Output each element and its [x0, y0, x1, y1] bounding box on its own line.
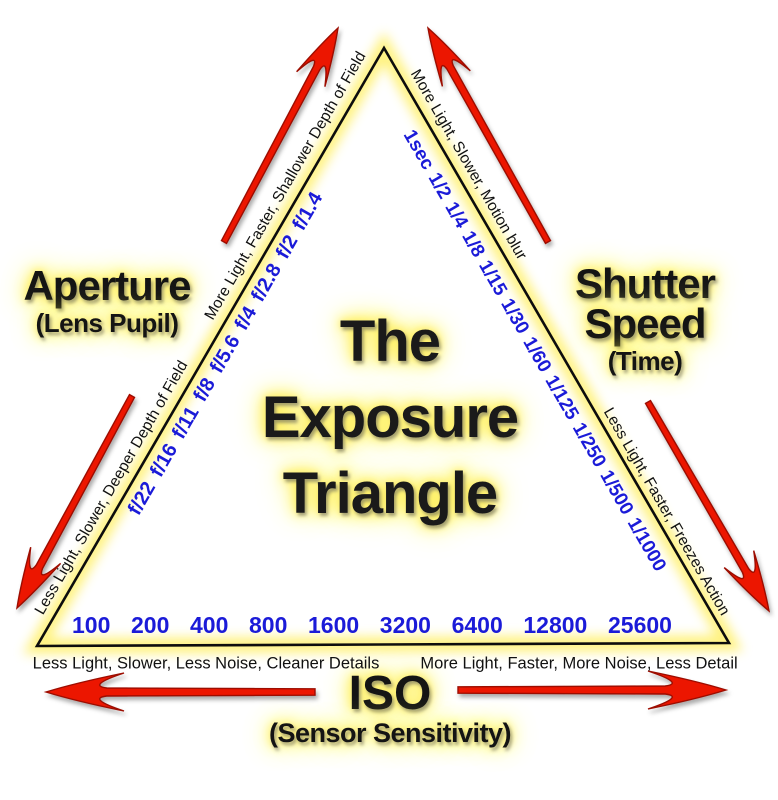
- shutter-sublabel: (Time): [607, 346, 683, 376]
- iso-decrease-annotation: Less Light, Slower, Less Noise, Cleaner …: [32, 654, 380, 673]
- iso-value: 3200: [379, 612, 431, 638]
- arrow-iso-more-icon: [457, 670, 729, 710]
- iso-sublabel: (Sensor Sensitivity): [268, 718, 512, 748]
- arrow-shutter-more-icon: [426, 26, 552, 245]
- title-line-1: The: [339, 309, 441, 374]
- triangle-border: [34, 45, 732, 648]
- iso-value: 800: [249, 612, 288, 638]
- diagram-title: The Exposure Triangle: [261, 304, 519, 532]
- iso-value-scale: 100 200 400 800 1600 3200 6400 12800 25600: [72, 612, 672, 639]
- aperture-label: Aperture: [23, 262, 191, 309]
- iso-value: 100: [72, 612, 111, 638]
- iso-value: 200: [131, 612, 170, 638]
- iso-value: 1600: [308, 612, 360, 638]
- aperture-label-block: Aperture (Lens Pupil): [23, 262, 191, 340]
- arrow-shutter-less-icon: [644, 399, 771, 613]
- iso-value: 400: [190, 612, 229, 638]
- arrow-iso-less-icon: [43, 672, 316, 712]
- iso-value: 6400: [451, 612, 503, 638]
- iso-value: 12800: [523, 612, 588, 638]
- title-line-3: Triangle: [282, 461, 498, 526]
- shutter-label-line-2: Speed: [584, 300, 706, 347]
- iso-label: ISO: [348, 667, 432, 720]
- iso-increase-annotation: More Light, Faster, More Noise, Less Det…: [420, 654, 738, 673]
- shutter-label-block: Shutter Speed (Time): [575, 260, 716, 378]
- arrow-aperture-less-icon: [16, 393, 136, 610]
- iso-label-block: ISO (Sensor Sensitivity): [268, 667, 512, 749]
- iso-value: 25600: [607, 612, 672, 638]
- shutter-label-line-1: Shutter: [575, 260, 716, 307]
- title-line-2: Exposure: [261, 385, 519, 450]
- arrow-aperture-more-icon: [220, 26, 340, 245]
- aperture-sublabel: (Lens Pupil): [35, 308, 179, 338]
- triangle-fill: [37, 48, 729, 646]
